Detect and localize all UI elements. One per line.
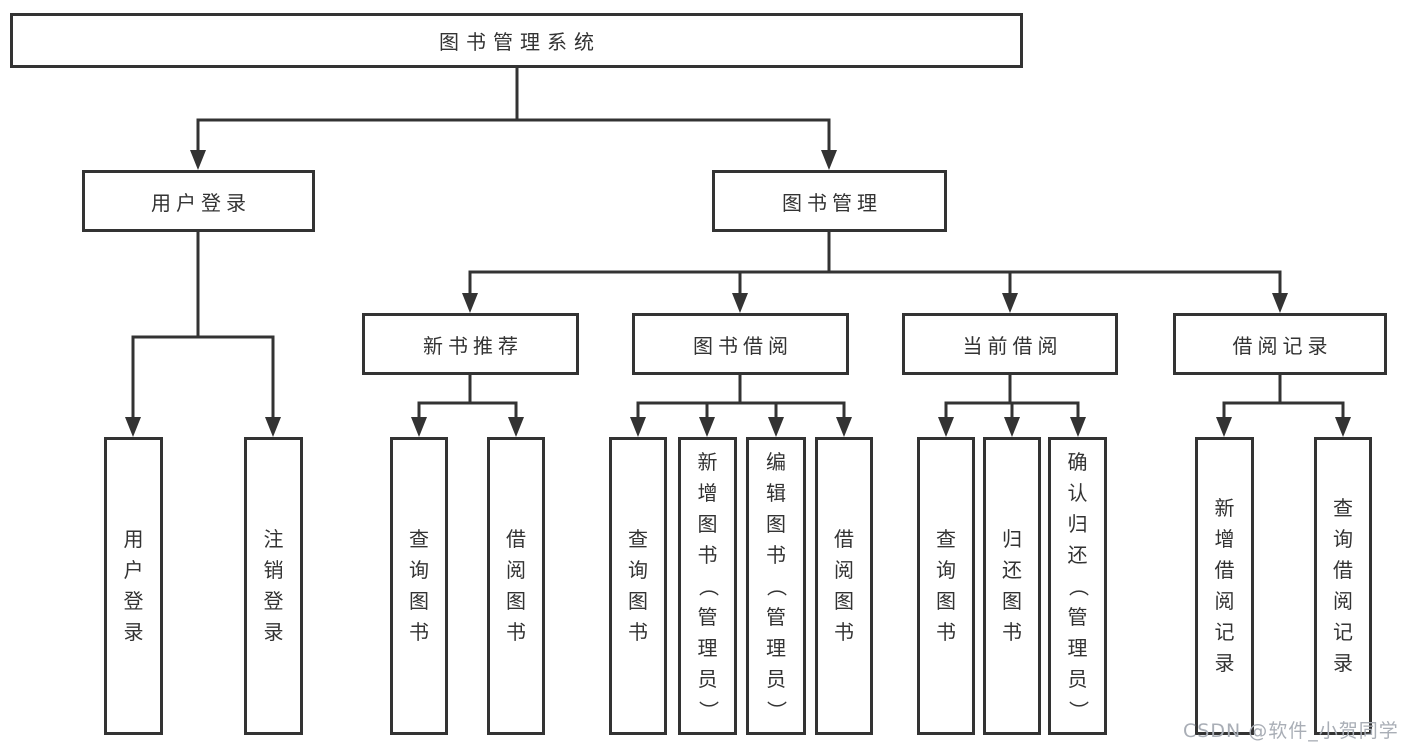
leaf-label: 编辑图书（管理员）: [764, 449, 789, 721]
leaf-logout: 注销登录: [244, 437, 303, 735]
leaf-borrow-books: 借阅图书: [815, 437, 873, 735]
leaf-label: 查询借阅记录: [1333, 496, 1353, 675]
leaf-user-login: 用户登录: [104, 437, 163, 735]
leaf-query-books-borrowing: 查询图书: [609, 437, 667, 735]
leaf-label: 查询图书: [409, 527, 429, 644]
node-user-login: 用户登录: [82, 170, 315, 232]
leaf-add-books-admin: 新增图书（管理员）: [678, 437, 737, 735]
leaf-add-borrow-record: 新增借阅记录: [1195, 437, 1254, 735]
leaf-borrow-books-recommend: 借阅图书: [487, 437, 545, 735]
leaf-label: 归还图书: [1002, 527, 1022, 644]
leaf-label: 注销登录: [263, 527, 284, 644]
csdn-watermark: CSDN @软件_小贺同学: [1183, 720, 1399, 742]
leaf-label: 新增图书（管理员）: [696, 449, 720, 721]
leaf-label: 用户登录: [123, 527, 144, 644]
leaf-label: 借阅图书: [834, 527, 854, 644]
leaf-label: 查询图书: [628, 527, 648, 644]
node-book-management: 图书管理: [712, 170, 947, 232]
node-library-management-system: 图书管理系统: [10, 13, 1023, 68]
leaf-return-books: 归还图书: [983, 437, 1041, 735]
leaf-edit-books-admin: 编辑图书（管理员）: [746, 437, 806, 735]
leaf-label: 确认归还（管理员）: [1066, 449, 1090, 721]
node-new-book-recommend: 新书推荐: [362, 313, 579, 375]
leaf-query-books-recommend: 查询图书: [390, 437, 448, 735]
leaf-query-borrow-record: 查询借阅记录: [1314, 437, 1372, 735]
node-borrowing-records: 借阅记录: [1173, 313, 1387, 375]
leaf-label: 借阅图书: [506, 527, 526, 644]
node-current-borrowing: 当前借阅: [902, 313, 1118, 375]
node-book-borrowing: 图书借阅: [632, 313, 849, 375]
leaf-label: 新增借阅记录: [1214, 496, 1235, 675]
leaf-query-books-current: 查询图书: [917, 437, 975, 735]
leaf-label: 查询图书: [936, 527, 956, 644]
leaf-confirm-return-admin: 确认归还（管理员）: [1048, 437, 1107, 735]
